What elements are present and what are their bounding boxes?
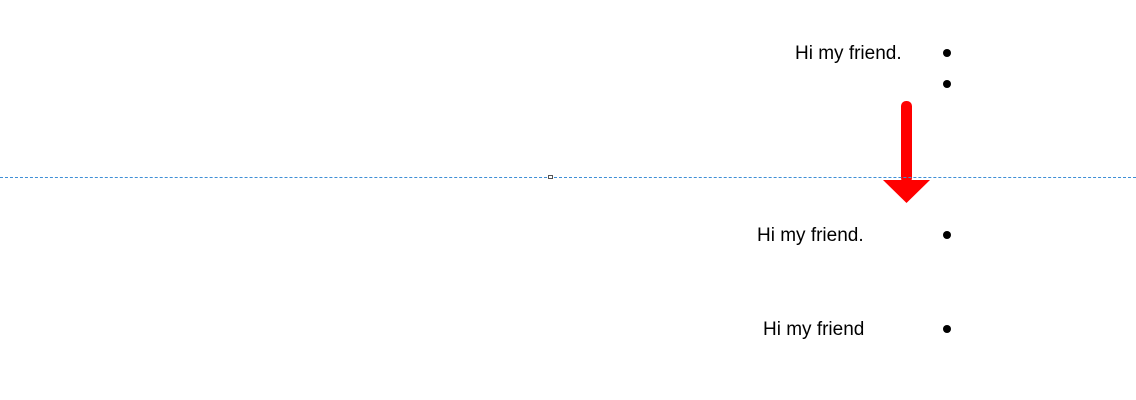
section-break-line [0,177,1136,178]
bullet-icon [943,325,951,333]
resize-handle-icon[interactable] [548,175,553,179]
bullet-icon [943,80,951,88]
list-item-text[interactable]: Hi my friend. [795,43,902,64]
list-item-text[interactable]: Hi my friend. [757,225,864,246]
bullet-icon [943,231,951,239]
bullet-icon [943,49,951,57]
list-item-text[interactable]: Hi my friend [763,319,865,340]
down-arrow-icon [883,101,930,203]
